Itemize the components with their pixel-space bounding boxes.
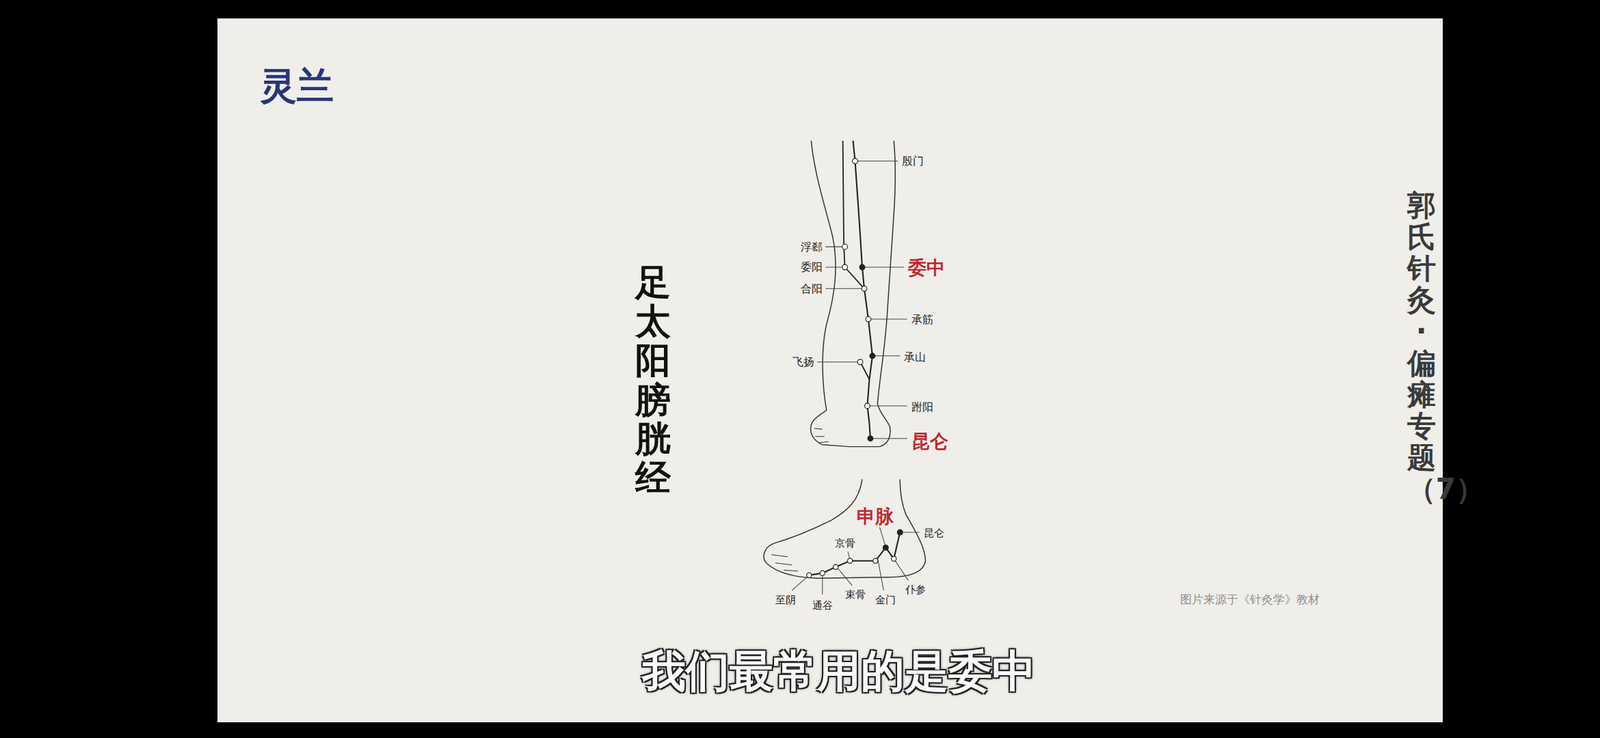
acupoint-label: 合阳 <box>800 282 823 296</box>
acupoint-label: 跗阳 <box>911 400 934 414</box>
subtitle: 我们最常用的是委中 <box>642 645 1036 699</box>
acupoint-label: 京骨 <box>834 537 856 550</box>
slide-background <box>217 18 1443 723</box>
leader-lines <box>791 161 920 595</box>
acupoint-label: 殷门 <box>901 154 924 168</box>
acupoint-label: 通谷 <box>812 599 833 612</box>
toe-lines <box>771 555 798 572</box>
key-acupoint-label: 申脉 <box>856 505 894 528</box>
foot-outline <box>763 479 926 579</box>
toe-lines <box>814 428 829 444</box>
series-title: 郭氏针灸·偏瘫专题（7） <box>1407 190 1436 506</box>
acupoint-label: 承山 <box>903 350 926 364</box>
key-acupoint-label: 昆仑 <box>911 430 949 453</box>
meridian-line <box>853 140 873 439</box>
acupoint-label: 至阴 <box>775 594 796 607</box>
acupoint-label: 昆仑 <box>923 527 945 540</box>
acupoint-label: 束骨 <box>845 588 866 602</box>
acupoint-label: 委阳 <box>800 260 823 274</box>
acupoint-label: 飞扬 <box>792 355 815 369</box>
acupoint-label: 浮郄 <box>800 240 823 254</box>
acupoint-label: 金门 <box>875 594 896 607</box>
logo: 灵兰 <box>259 64 334 109</box>
acupoint-label: 仆参 <box>905 583 926 597</box>
leg-outline <box>810 140 896 448</box>
meridian-branch <box>843 140 870 380</box>
meridian-title: 足太阳膀胱经 <box>635 263 671 498</box>
acupoint-label: 承筋 <box>911 313 934 327</box>
key-acupoint-label: 委中 <box>908 257 945 279</box>
source-note: 图片来源于《针灸学》教材 <box>1180 592 1320 607</box>
foot-meridian-line <box>808 532 900 576</box>
acupoint-dots <box>806 158 897 578</box>
